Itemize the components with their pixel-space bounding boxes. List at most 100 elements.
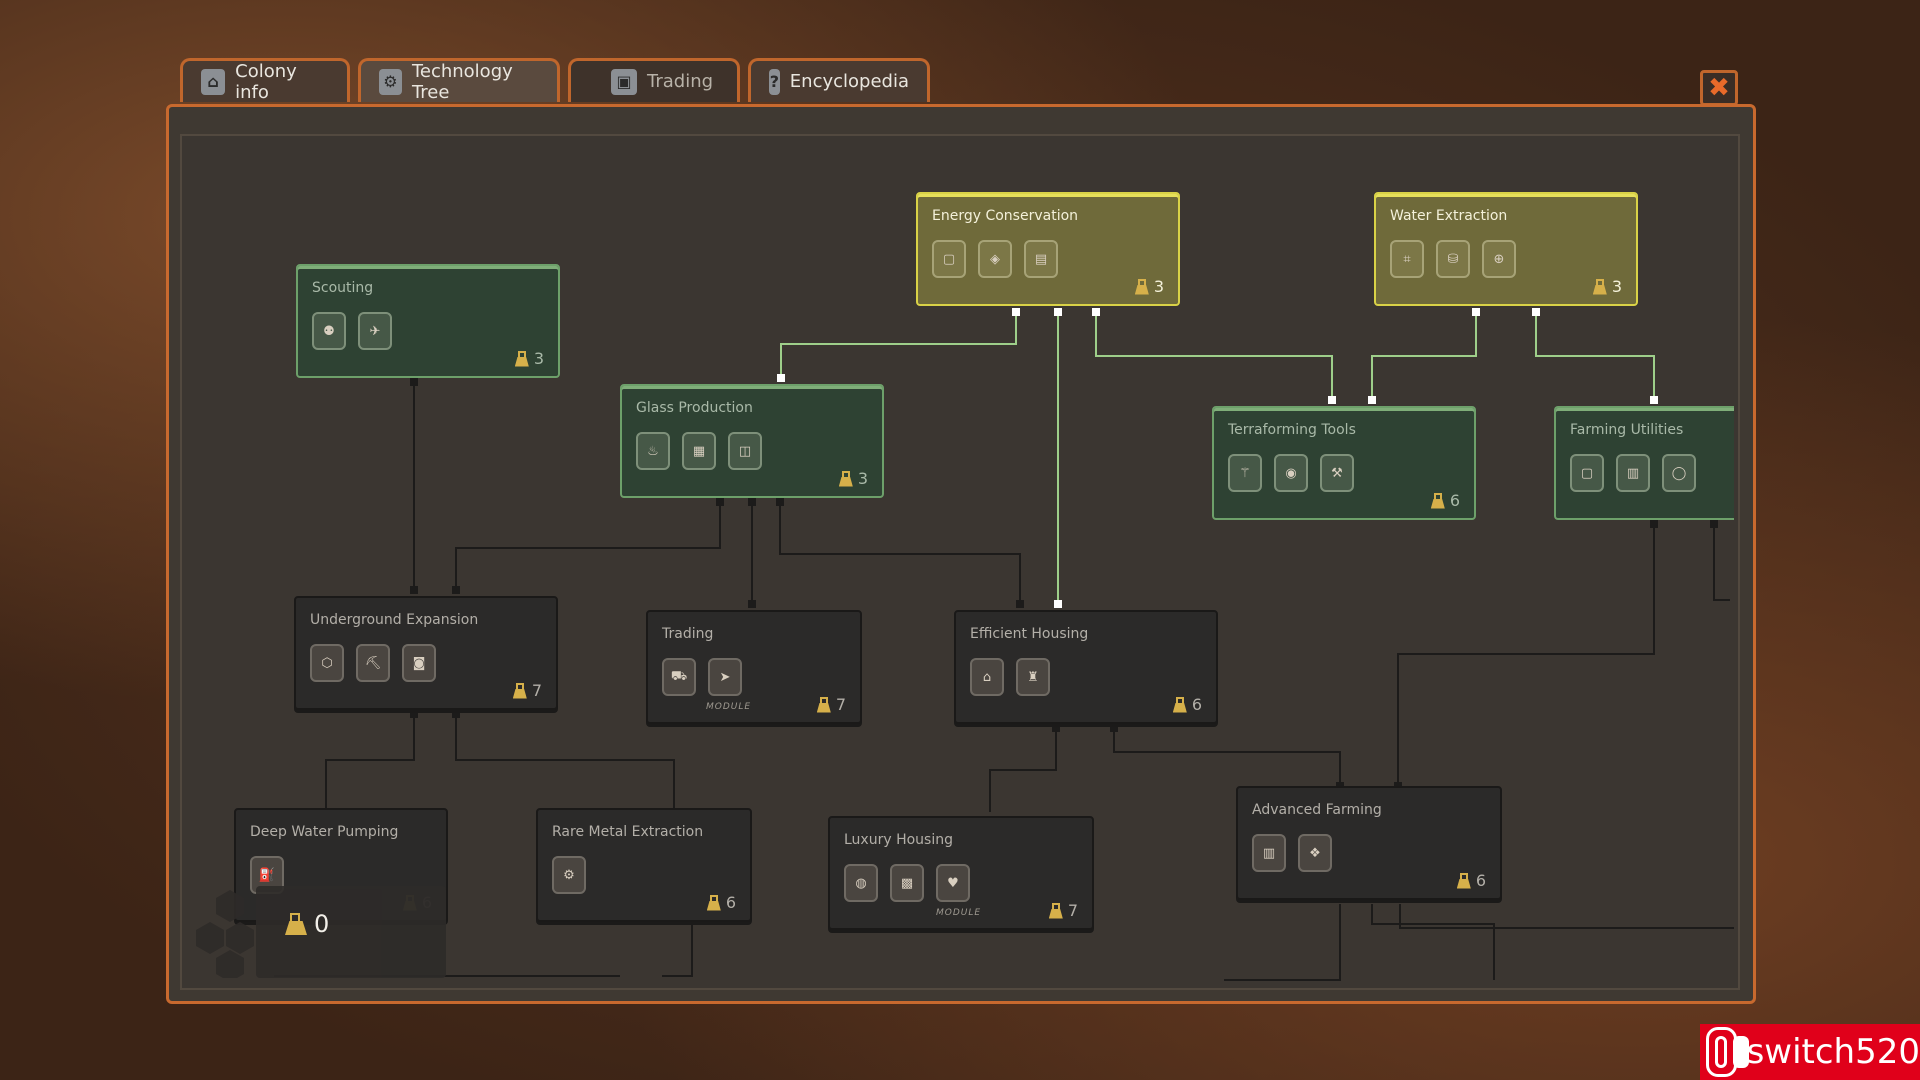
research-flask-icon	[284, 913, 306, 935]
research-flask-icon	[1456, 872, 1472, 889]
module-tag: MODULE	[706, 702, 752, 712]
watermark: switch520	[1700, 1024, 1920, 1080]
crop-field-icon: ▥	[1616, 454, 1650, 492]
close-icon: ✖	[1708, 73, 1730, 103]
tech-title: Glass Production	[636, 400, 753, 416]
switch-logo-icon	[1706, 1027, 1749, 1077]
research-flask-icon	[1592, 278, 1608, 295]
barrel-icon: ◙	[402, 644, 436, 682]
metal-extractor-icon: ⚙	[552, 856, 586, 894]
bunker-icon: ⬡	[310, 644, 344, 682]
research-cost: 7	[1048, 901, 1078, 920]
luxury-pod-icon: ◍	[844, 864, 878, 902]
tech-node-water-extraction[interactable]: Water Extraction ⌗ ⛁ ⊕ 3	[1374, 192, 1638, 306]
cost-value: 3	[1611, 277, 1622, 296]
cost-value: 7	[1067, 901, 1078, 920]
valve-icon: ⊕	[1482, 240, 1516, 278]
tech-node-underground-expansion[interactable]: Underground Expansion ⬡ ⛏ ◙ 7	[294, 596, 558, 710]
hydroponics-icon: ❖	[1298, 834, 1332, 872]
research-cost: 3	[1592, 277, 1622, 296]
luxury-suite-icon: ▩	[890, 864, 924, 902]
tech-title: Advanced Farming	[1252, 802, 1382, 818]
tab-trading[interactable]: ▣ Trading	[568, 58, 740, 102]
research-flask-icon	[838, 470, 854, 487]
farm-plot-icon: ▢	[1570, 454, 1604, 492]
module-tag: MODULE	[936, 908, 982, 918]
cost-value: 6	[1191, 695, 1202, 714]
research-cost: 7	[816, 695, 846, 714]
research-cost: 3	[838, 469, 868, 488]
tab-technology-tree[interactable]: ⚙ Technology Tree	[358, 58, 560, 103]
tech-node-scouting[interactable]: Scouting ⚉ ✈ 3	[296, 264, 560, 378]
tech-title: Terraforming Tools	[1228, 422, 1356, 438]
research-flask-icon	[816, 696, 832, 713]
tech-node-terraforming-tools[interactable]: Terraforming Tools ⚚ ◉ ⚒ 6	[1212, 406, 1476, 520]
tab-label: Colony info	[235, 60, 297, 103]
research-points-panel	[196, 886, 446, 978]
circuit-icon: ⚙	[379, 68, 402, 95]
question-badge-icon: ?	[769, 68, 780, 95]
tech-title: Rare Metal Extraction	[552, 824, 704, 840]
cost-value: 7	[835, 695, 846, 714]
tech-title: Farming Utilities	[1570, 422, 1684, 438]
tab-colony-info[interactable]: ⌂ Colony info	[180, 58, 350, 103]
tech-title: Efficient Housing	[970, 626, 1089, 642]
glass-window-icon: ◫	[728, 432, 762, 470]
tab-label: Encyclopedia	[789, 71, 909, 92]
solar-panel-icon: ◈	[978, 240, 1012, 278]
close-button[interactable]: ✖	[1700, 70, 1738, 106]
research-cost: 6	[1172, 695, 1202, 714]
research-flask-icon	[706, 894, 722, 911]
tech-title: Water Extraction	[1390, 208, 1508, 224]
farm-ring-icon: ◯	[1662, 454, 1696, 492]
tech-node-luxury-housing[interactable]: Luxury Housing ◍ ▩ ♥ MODULE 7	[828, 816, 1094, 930]
tech-title: Underground Expansion	[310, 612, 479, 628]
tech-title: Luxury Housing	[844, 832, 953, 848]
habitat-icon: ⌂	[970, 658, 1004, 696]
research-cost: 6	[1456, 871, 1486, 890]
tech-node-farming-utilities[interactable]: Farming Utilities ▢ ▥ ◯	[1554, 406, 1734, 520]
glass-module-icon: ▦	[682, 432, 716, 470]
scout-robot-icon: ⚉	[312, 312, 346, 350]
research-cost: 3	[1134, 277, 1164, 296]
cost-value: 3	[857, 469, 868, 488]
cost-value: 3	[1153, 277, 1164, 296]
glass-furnace-icon: ♨	[636, 432, 670, 470]
trade-pod-icon: ▣	[611, 68, 637, 95]
research-flask-icon	[1172, 696, 1188, 713]
drill-rig-icon: ⚒	[1320, 454, 1354, 492]
tech-node-glass-production[interactable]: Glass Production ♨ ▦ ◫ 3	[620, 384, 884, 498]
research-flask-icon	[1430, 492, 1446, 509]
research-flask-icon	[514, 350, 530, 367]
tech-title: Energy Conservation	[932, 208, 1079, 224]
research-cost: 6	[706, 893, 736, 912]
tech-node-energy-conservation[interactable]: Energy Conservation ▢ ◈ ▤ 3	[916, 192, 1180, 306]
tech-node-trading[interactable]: Trading ⛟ ➤ MODULE 7	[646, 610, 862, 724]
research-points-value: 0	[314, 910, 330, 938]
frame-icon: ▢	[932, 240, 966, 278]
pipe-frame-icon: ⌗	[1390, 240, 1424, 278]
cost-value: 6	[1475, 871, 1486, 890]
lounge-icon: ♥	[936, 864, 970, 902]
trade-depot-icon: ⛟	[662, 658, 696, 696]
research-flask-icon	[1134, 278, 1150, 295]
trade-ship-icon: ➤	[708, 658, 742, 696]
cost-value: 7	[531, 681, 542, 700]
water-pump-icon: ⛁	[1436, 240, 1470, 278]
research-cost: 6	[1430, 491, 1460, 510]
cost-value: 3	[533, 349, 544, 368]
tech-node-rare-metal-extraction[interactable]: Rare Metal Extraction ⚙ 6	[536, 808, 752, 922]
tab-label: Technology Tree	[411, 60, 513, 103]
cost-value: 6	[1449, 491, 1460, 510]
colony-dome-icon: ⌂	[201, 68, 226, 95]
battery-icon: ▤	[1024, 240, 1058, 278]
tech-node-advanced-farming[interactable]: Advanced Farming ▥ ❖ 6	[1236, 786, 1502, 900]
tech-node-efficient-housing[interactable]: Efficient Housing ⌂ ♜ 6	[954, 610, 1218, 724]
greenhouse-icon: ▥	[1252, 834, 1286, 872]
research-cost: 7	[512, 681, 542, 700]
sphere-device-icon: ◉	[1274, 454, 1308, 492]
terraformer-icon: ⚚	[1228, 454, 1262, 492]
tech-title: Trading	[662, 626, 714, 642]
tab-encyclopedia[interactable]: ? Encyclopedia	[748, 58, 930, 102]
excavator-icon: ⛏	[356, 644, 390, 682]
